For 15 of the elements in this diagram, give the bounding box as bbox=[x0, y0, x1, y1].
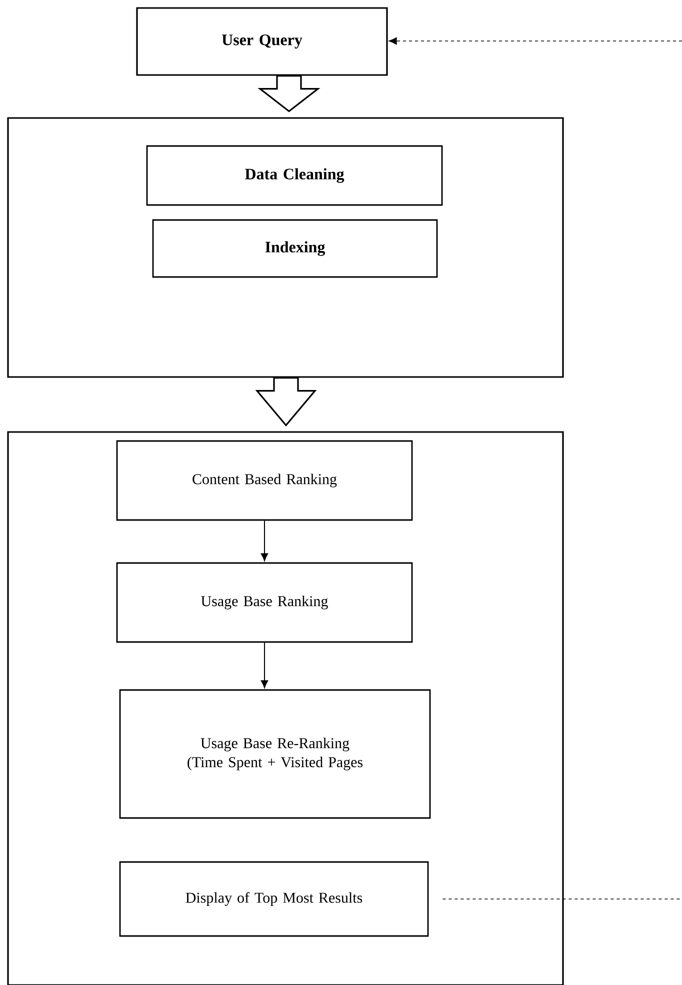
process-box: Usage Base Re-Ranking (Time Spent + Visited Pages bbox=[119, 689, 431, 819]
arrow bbox=[260, 520, 268, 562]
dashed-arrow bbox=[388, 37, 682, 45]
process-box: User Query bbox=[136, 7, 388, 76]
block-arrow bbox=[258, 75, 320, 112]
group-box bbox=[7, 431, 564, 985]
process-box: Indexing bbox=[152, 219, 438, 278]
block-arrow bbox=[255, 377, 317, 426]
arrow bbox=[260, 642, 268, 688]
group-box bbox=[7, 117, 564, 378]
process-box: Display of Top Most Results bbox=[119, 861, 429, 937]
process-box: Content Based Ranking bbox=[116, 440, 413, 521]
dashed-line bbox=[442, 898, 682, 900]
process-box: Data Cleaning bbox=[146, 145, 443, 206]
process-box: Usage Base Ranking bbox=[116, 562, 413, 643]
